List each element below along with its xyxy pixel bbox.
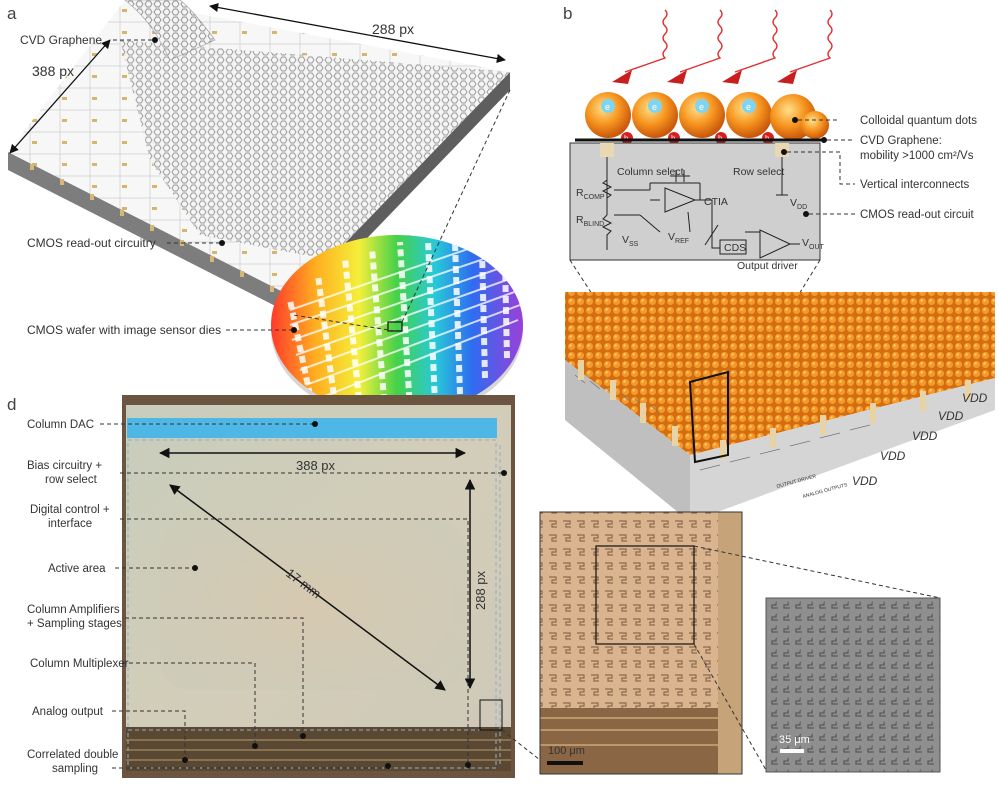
label-analog-output: Analog output bbox=[32, 706, 104, 718]
bottom-circuitry bbox=[126, 727, 511, 771]
label-bias-1: Bias circuitry + bbox=[27, 460, 102, 472]
c-interconnects bbox=[578, 360, 971, 460]
dim-height-label: 388 px bbox=[32, 63, 74, 79]
slab-left-side bbox=[8, 152, 293, 315]
micrograph-frame bbox=[539, 511, 743, 775]
micro-scale-label: 100 μm bbox=[548, 745, 585, 757]
sem-scale-label: 35 μm bbox=[779, 734, 810, 746]
micro-scale-bar bbox=[547, 761, 583, 765]
sem-scale-bar bbox=[780, 749, 804, 753]
vdd-label: VDD bbox=[790, 197, 807, 211]
chip-front-face bbox=[565, 360, 690, 522]
panel-a: a 288 px 388 px CVD Graphene CMOS read-o… bbox=[7, 0, 523, 420]
row-select-label: Row select bbox=[733, 166, 784, 178]
cmos-dot bbox=[219, 240, 225, 246]
wafer-zoom-line-1 bbox=[401, 89, 511, 323]
column-dac-region bbox=[127, 418, 497, 438]
d-width-label: 388 px bbox=[296, 458, 336, 473]
label-digital-1: Digital control + bbox=[30, 504, 110, 516]
r-blind-label: RBLIND bbox=[576, 214, 604, 228]
column-select-label: Column select bbox=[617, 166, 684, 178]
c-vdd-labels: VDD VDD VDD VDD VDD bbox=[852, 391, 988, 488]
c-vdd-label: VDD bbox=[912, 429, 938, 443]
qd-label: Colloidal quantum dots bbox=[860, 115, 977, 127]
quantum-dots bbox=[585, 92, 829, 140]
micrograph-edge bbox=[718, 512, 742, 774]
height-arrow bbox=[9, 39, 111, 154]
cmos-circuit-label: CMOS read-out circuit bbox=[860, 209, 975, 221]
wafer-zoom-line-2 bbox=[292, 314, 396, 332]
electron-label: e bbox=[746, 102, 751, 112]
graphene-peel bbox=[124, 0, 216, 61]
label-cds-2: sampling bbox=[52, 763, 98, 775]
panel-d-label: d bbox=[7, 395, 16, 414]
graphene-label-b1: CVD Graphene: bbox=[860, 135, 942, 147]
zoom-box bbox=[479, 699, 503, 731]
electron-label: e bbox=[652, 102, 657, 112]
circuit-box bbox=[569, 142, 821, 261]
output-driver-label: Output driver bbox=[737, 260, 798, 272]
ctia-label: CTIA bbox=[704, 196, 728, 208]
c-vdd-label: VDD bbox=[938, 409, 964, 423]
graphene-label-b2: mobility >1000 cm²/Vs bbox=[860, 150, 974, 162]
circuit-schematic bbox=[601, 157, 800, 259]
micrograph-bottom-lines bbox=[540, 717, 718, 746]
electron-label: e bbox=[699, 102, 704, 112]
dim-width-label: 288 px bbox=[372, 21, 414, 37]
sem-zoom-box bbox=[595, 545, 695, 645]
panel-b: b e e e bbox=[563, 4, 977, 456]
bottom-column-lines bbox=[126, 739, 511, 761]
circuit-labels: Column select Row select RCOMP RBLIND CT… bbox=[576, 166, 825, 272]
c-vdd-label: VDD bbox=[880, 449, 906, 463]
interconnect-left bbox=[600, 143, 614, 157]
graphene-sheet bbox=[120, 40, 510, 260]
graphene-label: CVD Graphene bbox=[20, 33, 102, 47]
panel-b-callouts: Colloidal quantum dots CVD Graphene: mob… bbox=[781, 115, 977, 221]
label-column-dac: Column DAC bbox=[27, 419, 94, 431]
panel-d: d 388 px 288 px 17 mm Column DAC Bias ci bbox=[7, 395, 941, 778]
interconnects-label: Vertical interconnects bbox=[860, 179, 970, 191]
sem-image bbox=[766, 598, 940, 772]
label-col-amp-1: Column Amplifiers bbox=[27, 604, 120, 616]
cmos-label: CMOS read-out circuitry bbox=[27, 236, 156, 250]
vss-label: VSS bbox=[622, 234, 639, 248]
d-height-label: 288 px bbox=[473, 570, 488, 610]
panel-d-callouts: Column DAC Bias circuitry + row select D… bbox=[27, 419, 507, 775]
label-active-area: Active area bbox=[48, 563, 106, 575]
d-diag-arrow bbox=[169, 484, 446, 691]
c-analog-label: ANALOG OUTPUTS bbox=[802, 482, 849, 500]
wafer-label: CMOS wafer with image sensor dies bbox=[27, 323, 221, 337]
panel-a-label: a bbox=[7, 4, 17, 23]
c-vdd-label: VDD bbox=[852, 474, 878, 488]
chip-right-face bbox=[690, 378, 995, 522]
label-col-amp-2: + Sampling stages bbox=[27, 618, 122, 630]
vout-label: VOUT bbox=[802, 237, 825, 251]
panel-c: c VDD VDD VDD VDD VDD OUTPUT DRIVER ANAL… bbox=[565, 289, 995, 522]
cmos-wafer bbox=[271, 235, 523, 420]
c-highlight-box bbox=[688, 370, 729, 464]
graphene-dot bbox=[152, 37, 158, 43]
zoom-leader bbox=[501, 729, 541, 761]
label-col-mux: Column Multiplexer bbox=[30, 658, 129, 670]
label-cds-1: Correlated double bbox=[27, 749, 118, 761]
active-area-region bbox=[160, 520, 465, 690]
vref-label: VREF bbox=[668, 231, 689, 245]
electron-markers: e e e e bbox=[601, 99, 756, 113]
wafer-dot bbox=[291, 327, 297, 333]
panel-b-label: b bbox=[563, 4, 572, 23]
width-arrow bbox=[209, 2, 506, 64]
qd-array-top bbox=[565, 292, 995, 455]
c-vdd-label: VDD bbox=[962, 391, 988, 405]
electron-label: e bbox=[605, 102, 610, 112]
r-comp-label: RCOMP bbox=[576, 187, 605, 201]
light-arrowheads bbox=[612, 70, 797, 84]
light-rays bbox=[624, 9, 833, 73]
label-bias-2: row select bbox=[45, 474, 98, 486]
sem-leader-2 bbox=[693, 643, 767, 771]
label-digital-2: interface bbox=[48, 518, 92, 530]
cds-label: CDS bbox=[724, 242, 746, 254]
sem-frame bbox=[765, 597, 941, 773]
